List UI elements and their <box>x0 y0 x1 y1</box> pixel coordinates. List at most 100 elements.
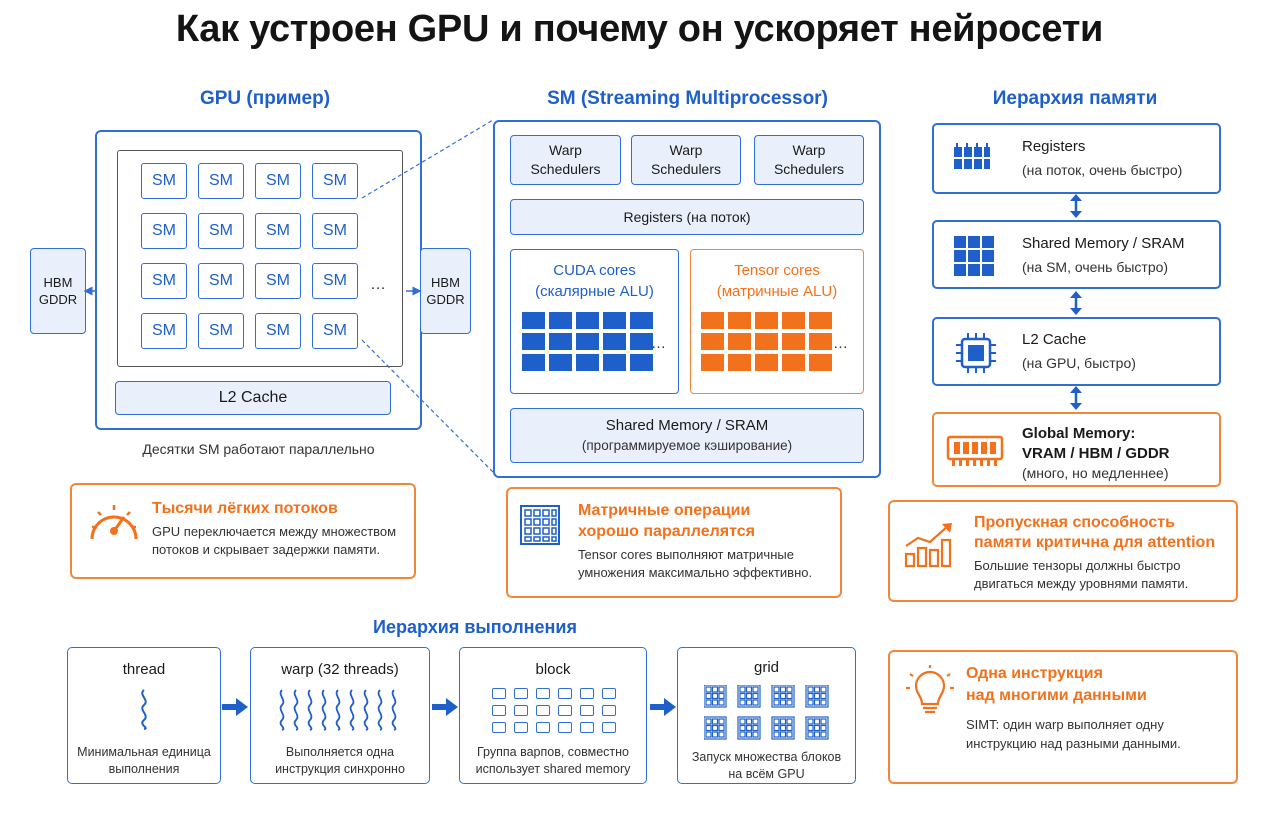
memory-level-shared: Shared Memory / SRAM (на SM, очень быстр… <box>932 220 1221 289</box>
global-memory-sub: (много, но медленнее) <box>1022 465 1169 481</box>
matrix-text-1: Tensor cores выполняют матричные <box>578 547 794 562</box>
info-card-simt: Одна инструкция над многими данными SIMT… <box>888 650 1238 784</box>
memory-level-registers: Registers (на поток, очень быстро) <box>932 123 1221 194</box>
thread-title: thread <box>122 661 166 678</box>
hbm-left-line2: GDDR <box>38 292 78 307</box>
warp-text-2: инструкция синхронно <box>275 762 405 776</box>
shared-memory-icon <box>954 236 994 276</box>
ram-module-icon <box>946 435 1004 466</box>
cuda-more-ellipsis: … <box>651 335 666 352</box>
matrix-text-2: умножения максимально эффективно. <box>578 565 813 580</box>
page-title: Как устроен GPU и почему он ускоряет ней… <box>175 8 1104 50</box>
sm-unit: SM <box>312 213 358 249</box>
hbm-right-line2: GDDR <box>426 292 465 307</box>
sm-more-ellipsis: … <box>370 276 386 293</box>
tensor-core-grid <box>701 312 832 371</box>
memory-level-global: Global Memory: VRAM / HBM / GDDR (много,… <box>932 412 1221 487</box>
sm-unit: SM <box>255 263 301 299</box>
cuda-core-grid <box>522 312 653 371</box>
tensor-cores-box: Tensor cores (матричные ALU) … <box>690 249 864 394</box>
bandwidth-title-2: памяти критична для attention <box>974 534 1216 551</box>
growth-chart-icon <box>904 523 952 568</box>
grid-blocks-icon <box>704 685 829 740</box>
global-memory-title: Global Memory: <box>1022 425 1136 442</box>
hbm-right-line1: HBM <box>431 275 460 290</box>
simt-title-1: Одна инструкция <box>966 665 1103 682</box>
hbm-left-line1: HBM <box>43 275 73 290</box>
tensor-more-ellipsis: … <box>833 335 848 352</box>
block-warps-grid <box>492 688 620 733</box>
tensor-cores-title: Tensor cores <box>734 262 820 279</box>
warp-scheduler-label: Schedulers <box>650 161 722 177</box>
exec-warp: warp (32 threads) Выполняется одна инстр… <box>250 647 430 784</box>
info-card-matrix: Матричные операции хорошо параллелятся T… <box>506 487 842 598</box>
registers-icon <box>954 143 990 169</box>
sm-unit: SM <box>312 313 358 349</box>
chip-icon <box>956 333 996 373</box>
simt-text-1: SIMT: один warp выполняет одну <box>966 717 1164 732</box>
sm-shared-memory-sub: (программируемое кэширование) <box>581 438 793 453</box>
cuda-cores-box: CUDA cores (скалярные ALU) … <box>510 249 679 394</box>
hbm-left: HBM GDDR <box>30 248 86 334</box>
simt-text-2: инструкцию над разными данными. <box>966 736 1181 751</box>
warp-text-1: Выполняется одна <box>285 745 395 759</box>
execution-heading: Иерархия выполнения <box>373 617 577 637</box>
info-card-bandwidth: Пропускная способность памяти критична д… <box>888 500 1238 602</box>
sm-unit: SM <box>141 213 187 249</box>
grid-title: grid <box>753 659 779 676</box>
block-title: block <box>535 661 571 678</box>
thread-wave-icon <box>141 689 147 730</box>
warp-scheduler-label: Warp <box>792 142 826 158</box>
bandwidth-title-1: Пропускная способность <box>974 514 1175 531</box>
sm-unit: SM <box>255 313 301 349</box>
global-memory-types: VRAM / HBM / GDDR <box>1022 445 1170 462</box>
warp-waves-icon <box>279 689 397 731</box>
sm-grid: SM SM SM SM SM SM SM SM SM SM SM SM SM S… <box>141 163 358 349</box>
threads-text-2: потоков и скрывает задержки памяти. <box>152 542 381 557</box>
l2-cache-sub: (на GPU, быстро) <box>1022 355 1136 371</box>
warp-scheduler-label: Schedulers <box>773 161 845 177</box>
sm-shared-memory-title: Shared Memory / SRAM <box>605 417 769 434</box>
shared-memory-title: Shared Memory / SRAM <box>1022 235 1185 252</box>
block-text-2: использует shared memory <box>475 762 631 776</box>
bandwidth-text-1: Большие тензоры должны быстро <box>974 558 1181 573</box>
zoom-line-top <box>361 119 494 199</box>
warp-scheduler-label: Warp <box>669 142 703 158</box>
exec-grid: grid Запуск множества блоков на всём GPU <box>677 647 856 784</box>
thread-text-1: Минимальная единица <box>77 745 211 759</box>
memory-heading: Иерархия памяти <box>992 88 1158 109</box>
sm-shared-memory: Shared Memory / SRAM (программируемое кэ… <box>510 408 864 463</box>
grid-text-1: Запуск множества блоков <box>691 750 842 764</box>
sm-unit: SM <box>198 163 244 199</box>
sm-unit: SM <box>312 263 358 299</box>
lightbulb-icon <box>906 665 954 714</box>
sm-heading: SM (Streaming Multiprocessor) <box>547 88 828 109</box>
memory-level-l2: L2 Cache (на GPU, быстро) <box>932 317 1221 386</box>
bandwidth-text-2: двигаться между уровнями памяти. <box>974 576 1189 591</box>
grid-text-2: на всём GPU <box>728 767 805 781</box>
matrix-title-2: хорошо параллелятся <box>578 523 755 540</box>
registers-title: Registers <box>1022 138 1086 155</box>
shared-memory-sub: (на SM, очень быстро) <box>1022 259 1169 275</box>
simt-title-2: над многими данными <box>966 687 1147 704</box>
sm-unit: SM <box>198 213 244 249</box>
cuda-cores-sub: (скалярные ALU) <box>535 283 654 300</box>
zoom-line-bottom <box>361 339 494 473</box>
sm-unit: SM <box>141 313 187 349</box>
hbm-right: HBM GDDR <box>420 248 471 334</box>
memory-double-arrows <box>1070 194 1082 410</box>
matrix-grid-icon <box>520 505 560 545</box>
tensor-cores-sub: (матричные ALU) <box>716 283 838 300</box>
matrix-title-1: Матричные операции <box>578 502 751 519</box>
thread-text-2: выполнения <box>108 762 180 776</box>
sm-unit: SM <box>141 163 187 199</box>
block-text-1: Группа варпов, совместно <box>476 745 630 759</box>
execution-arrows <box>222 698 676 716</box>
sm-unit: SM <box>312 163 358 199</box>
warp-scheduler-label: Warp <box>549 142 582 158</box>
threads-title: Тысячи лёгких потоков <box>152 500 338 517</box>
info-card-threads: Тысячи лёгких потоков GPU переключается … <box>70 483 416 579</box>
